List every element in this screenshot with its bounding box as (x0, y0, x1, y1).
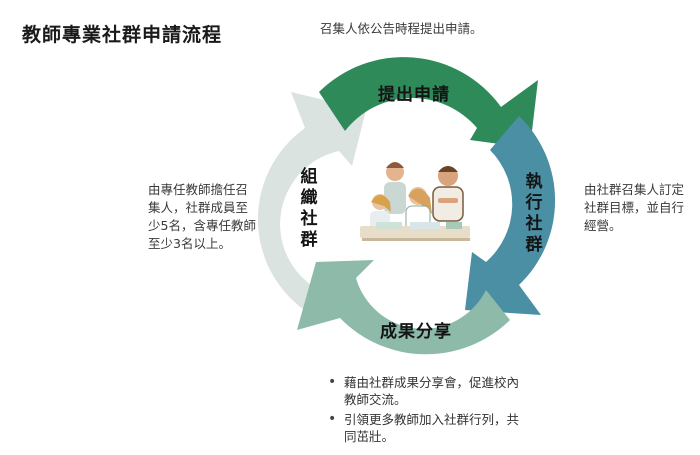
step-label-apply: 提出申請 (378, 85, 450, 105)
arc-share (297, 260, 510, 355)
step-label-organize: 組織社群 (300, 167, 318, 250)
step-label-execute: 執行社群 (525, 172, 543, 255)
arc-execute (465, 116, 556, 315)
note-apply: 召集人依公告時程提出申請。 (320, 21, 483, 36)
page-title: 教師專業社群申請流程 (22, 24, 223, 46)
arc-organize (257, 92, 366, 318)
step-label-share: 成果分享 (380, 322, 452, 342)
bullet-item: 藉由社群成果分享會，促進校內教師交流。 (326, 374, 526, 408)
arc-apply (319, 57, 538, 148)
bullet-item: 引領更多教師加入社群行列，共同茁壯。 (326, 411, 526, 445)
note-organize: 由專任教師擔任召集人，社群成員至少5名，含專任教師至少3名以上。 (148, 182, 256, 251)
note-execute: 由社群召集人訂定社群目標，並自行經營。 (584, 182, 685, 233)
share-bullets: 藉由社群成果分享會，促進校內教師交流。 引領更多教師加入社群行列，共同茁壯。 (326, 374, 526, 448)
team-illustration-image (350, 134, 486, 270)
